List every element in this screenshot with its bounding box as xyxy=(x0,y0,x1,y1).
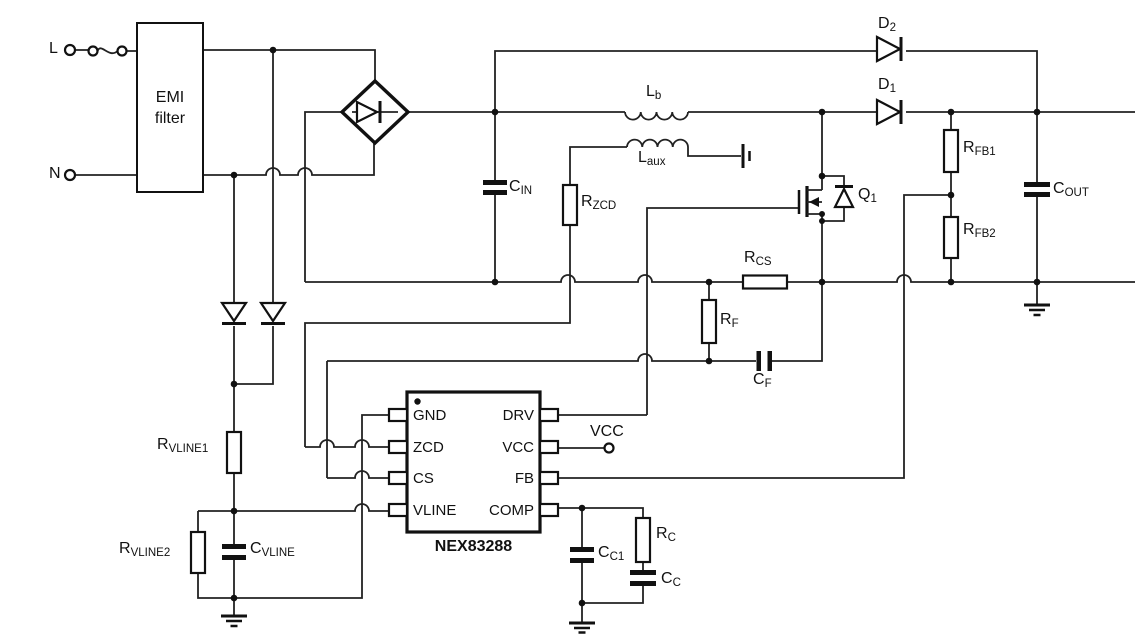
capacitor-cc-icon xyxy=(630,570,656,586)
label-cin: CIN xyxy=(509,178,533,197)
wire-line-to-bridge xyxy=(203,49,376,81)
resistor-rfb2-icon xyxy=(942,215,960,260)
wire-line-input xyxy=(75,47,137,55)
junction-dots xyxy=(230,46,1041,607)
wire-d2-bypass-branch xyxy=(494,50,1038,112)
wire-fb-net xyxy=(558,194,951,479)
pin-label-fb: FB xyxy=(514,470,534,487)
label-rvline2: RVLINE2 xyxy=(119,540,171,559)
label-rcs: RCS xyxy=(744,249,772,268)
wire-vline-row xyxy=(198,503,389,512)
diode-d2-icon xyxy=(875,35,903,63)
label-line-terminal: L xyxy=(49,40,58,57)
mosfet-q1-icon xyxy=(797,185,855,217)
line-sense-diode-left-icon xyxy=(219,301,249,325)
pin-label-vline: VLINE xyxy=(413,502,457,519)
pin-gnd xyxy=(387,407,409,423)
label-laux: Laux xyxy=(638,149,666,168)
output-ground-icon xyxy=(1024,303,1050,317)
label-cc: CC xyxy=(661,570,681,589)
diode-d1-icon xyxy=(875,98,903,126)
resistor-rvline2-icon xyxy=(189,530,207,575)
label-neutral-terminal: N xyxy=(49,165,61,182)
resistor-rvline1-icon xyxy=(225,430,243,475)
resistor-rcs-icon xyxy=(741,274,789,290)
pin1-marker-icon xyxy=(414,398,421,405)
label-lb: Lb xyxy=(646,83,662,102)
wire-dc-minus-rail xyxy=(304,111,1135,283)
wire-laux-to-rzcd xyxy=(569,146,627,185)
pin-cs xyxy=(387,470,409,486)
capacitor-cvline-icon xyxy=(222,544,246,560)
neutral-terminal-icon xyxy=(63,168,77,182)
label-cvline: CVLINE xyxy=(250,540,295,559)
capacitor-cin-icon xyxy=(483,180,507,195)
capacitor-cout-icon xyxy=(1024,182,1050,197)
pin-label-zcd: ZCD xyxy=(413,439,444,456)
resistor-rzcd-icon xyxy=(561,183,579,227)
label-rc: RC xyxy=(656,525,676,544)
line-terminal-icon xyxy=(63,43,77,57)
label-vcc-terminal: VCC xyxy=(590,423,624,440)
wire-rzcd-to-zcd-pin xyxy=(304,225,571,448)
resistor-rfb1-icon xyxy=(942,128,960,174)
label-d2: D2 xyxy=(878,15,896,34)
wire-line-sense xyxy=(234,50,274,385)
vcc-terminal-icon xyxy=(603,442,615,454)
emi-filter-box xyxy=(136,22,204,193)
capacitor-cf-icon xyxy=(756,351,772,371)
resistor-rc-icon xyxy=(634,516,652,564)
pin-label-gnd: GND xyxy=(413,407,447,424)
pin-label-comp: COMP xyxy=(489,502,534,519)
aux-ground-icon xyxy=(741,144,751,168)
label-cf: CF xyxy=(753,371,772,390)
capacitor-cc1-icon xyxy=(570,547,594,563)
wire-drv-to-gate xyxy=(558,207,798,416)
resistor-rf-icon xyxy=(700,298,718,345)
ic-nex83288 xyxy=(387,390,560,534)
bridge-rectifier-icon xyxy=(339,78,411,146)
inductor-laux-icon xyxy=(626,138,689,148)
label-rzcd: RZCD xyxy=(581,193,617,212)
pin-comp xyxy=(538,502,560,518)
wire-neutral-to-bridge xyxy=(203,143,375,176)
wire-laux-return xyxy=(687,147,741,157)
wire-comp-network xyxy=(558,507,644,622)
pin-label-vcc: VCC xyxy=(502,439,534,456)
label-rvline1: RVLINE1 xyxy=(157,436,209,455)
fuse-icon xyxy=(87,45,128,57)
label-d1: D1 xyxy=(878,76,896,95)
comp-ground-icon xyxy=(569,621,595,634)
label-rfb2: RFB2 xyxy=(963,221,996,240)
pin-drv xyxy=(538,407,560,423)
pin-vline xyxy=(387,502,409,518)
pin-label-drv: DRV xyxy=(502,407,534,424)
inductor-lb-icon xyxy=(624,111,689,121)
label-cc1: CC1 xyxy=(598,544,625,563)
label-cout: COUT xyxy=(1053,180,1089,199)
wire-cs-sense-net xyxy=(326,282,823,479)
label-q1: Q1 xyxy=(858,186,877,205)
label-rf: RF xyxy=(720,311,739,330)
wire-rvline2-branch xyxy=(197,511,234,599)
pin-label-cs: CS xyxy=(413,470,434,487)
pin-zcd xyxy=(387,439,409,455)
vline-ground-icon xyxy=(221,614,247,628)
wire-body-diode-leads xyxy=(822,175,845,222)
pin-fb xyxy=(538,470,560,486)
wire-gnd-pin-net xyxy=(233,414,389,616)
label-part-number: NEX83288 xyxy=(434,538,513,555)
label-rfb1: RFB1 xyxy=(963,139,996,158)
line-sense-diode-right-icon xyxy=(258,301,288,325)
pin-vcc xyxy=(538,439,560,455)
